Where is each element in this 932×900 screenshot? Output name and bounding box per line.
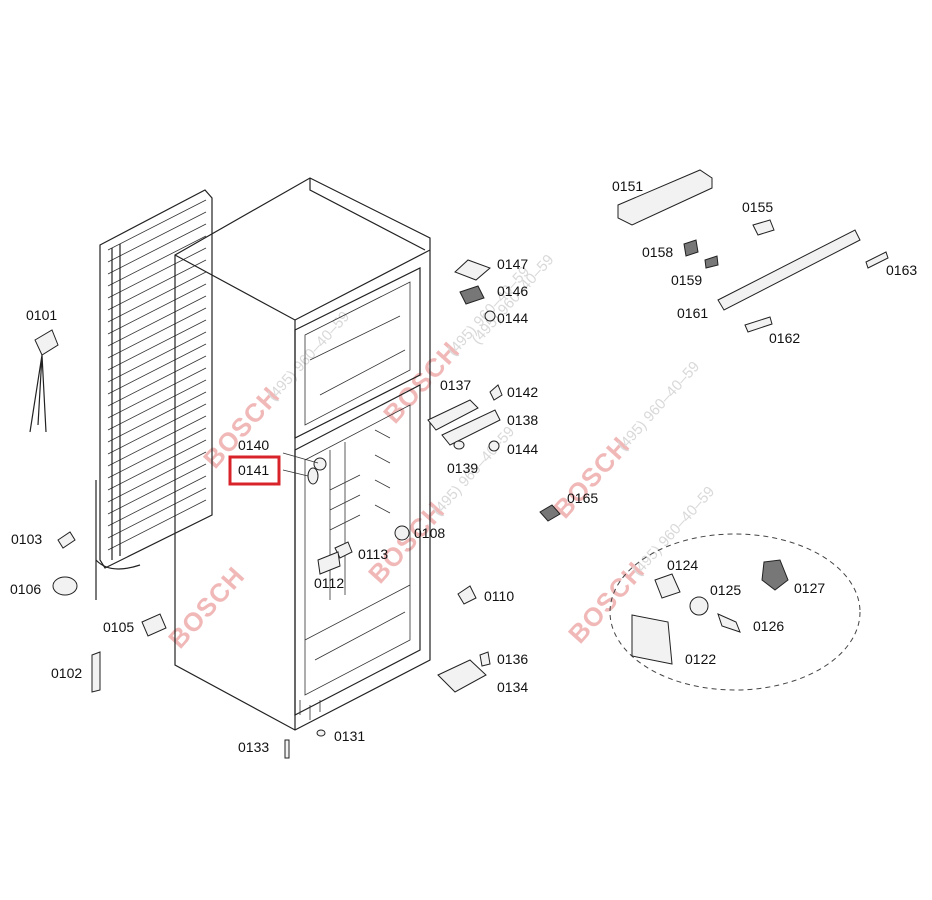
part-0108-drawing [394, 525, 410, 541]
part-0162-drawing [744, 316, 773, 333]
part-label-0102[interactable]: 0102 [51, 665, 82, 681]
part-0106-drawing [52, 576, 78, 596]
part-label-0142[interactable]: 0142 [507, 384, 538, 400]
part-label-0133[interactable]: 0133 [238, 739, 269, 755]
part-label-0146[interactable]: 0146 [497, 283, 528, 299]
part-label-0122[interactable]: 0122 [685, 651, 716, 667]
part-label-0162[interactable]: 0162 [769, 330, 800, 346]
part-0140-drawing [313, 457, 327, 471]
part-0126-drawing [717, 613, 741, 633]
part-label-0151[interactable]: 0151 [612, 178, 643, 194]
part-label-0112[interactable]: 0112 [314, 575, 344, 591]
part-0142-drawing [489, 384, 503, 401]
fridge-cabinet [174, 177, 431, 731]
part-label-0138[interactable]: 0138 [507, 412, 538, 428]
part-0110-drawing [457, 585, 477, 605]
part-0105-drawing [141, 613, 167, 637]
part-label-0147[interactable]: 0147 [497, 256, 528, 272]
part-0102-drawing [91, 651, 101, 693]
part-label-0106[interactable]: 0106 [10, 581, 41, 597]
part-label-0144[interactable]: 0144 [507, 441, 538, 457]
part-0141-drawing [307, 467, 319, 485]
part-0165-drawing [539, 504, 561, 522]
part-label-0136[interactable]: 0136 [497, 651, 528, 667]
part-0144-drawing [484, 310, 496, 322]
part-0155-drawing [752, 219, 775, 236]
part-label-0126[interactable]: 0126 [753, 618, 784, 634]
part-0161-drawing [717, 229, 861, 311]
part-0144b-drawing [488, 440, 500, 452]
part-label-0127[interactable]: 0127 [794, 580, 825, 596]
highlight-box-0141 [228, 455, 281, 486]
part-label-0163[interactable]: 0163 [886, 262, 917, 278]
part-label-0134[interactable]: 0134 [497, 679, 528, 695]
part-label-0113[interactable]: 0113 [358, 546, 388, 562]
part-label-0103[interactable]: 0103 [11, 531, 42, 547]
part-label-0165[interactable]: 0165 [567, 490, 598, 506]
part-label-0141[interactable]: 0141 [238, 462, 269, 478]
part-label-0139[interactable]: 0139 [447, 460, 478, 476]
part-0131-drawing [316, 729, 326, 737]
part-labels: 0151 0155 0158 0159 0161 0162 0163 0101 … [10, 178, 917, 755]
part-label-0101[interactable]: 0101 [26, 307, 57, 323]
part-label-0131[interactable]: 0131 [334, 728, 365, 744]
condenser-coil [95, 189, 213, 600]
part-0138-drawing [441, 409, 501, 446]
plug-cable [29, 329, 59, 433]
part-0139-drawing [453, 440, 465, 450]
part-0151-drawing [617, 169, 713, 226]
part-0146-drawing [459, 285, 485, 305]
part-label-0161[interactable]: 0161 [677, 305, 708, 321]
lamp-detail-callout [609, 533, 861, 691]
part-0136-drawing [479, 651, 491, 667]
part-label-0125[interactable]: 0125 [710, 582, 741, 598]
part-0124-drawing [654, 573, 681, 599]
part-0159-drawing [704, 255, 719, 269]
part-label-0140[interactable]: 0140 [238, 437, 269, 453]
part-label-0124[interactable]: 0124 [667, 557, 698, 573]
part-label-0108[interactable]: 0108 [414, 525, 445, 541]
part-label-0144[interactable]: 0144 [497, 310, 528, 326]
part-0147-drawing [454, 259, 491, 281]
part-0137-drawing [427, 399, 479, 431]
part-0134-drawing [437, 659, 487, 693]
part-label-0159[interactable]: 0159 [671, 272, 702, 288]
watermark-phone: (495) 960–40–59 [614, 358, 703, 454]
part-label-0110[interactable]: 0110 [484, 588, 514, 604]
part-label-0105[interactable]: 0105 [103, 619, 134, 635]
part-label-0137[interactable]: 0137 [440, 377, 471, 393]
part-0133-drawing [284, 739, 290, 759]
part-label-0155[interactable]: 0155 [742, 199, 773, 215]
part-0158-drawing [683, 239, 699, 257]
part-0125-drawing [689, 596, 709, 616]
part-label-0158[interactable]: 0158 [642, 244, 673, 260]
part-0112-drawing [317, 551, 341, 575]
part-0103-drawing [57, 531, 76, 549]
part-0163-drawing [865, 251, 889, 269]
part-0127-drawing [761, 559, 789, 591]
part-0122-drawing [631, 614, 673, 665]
